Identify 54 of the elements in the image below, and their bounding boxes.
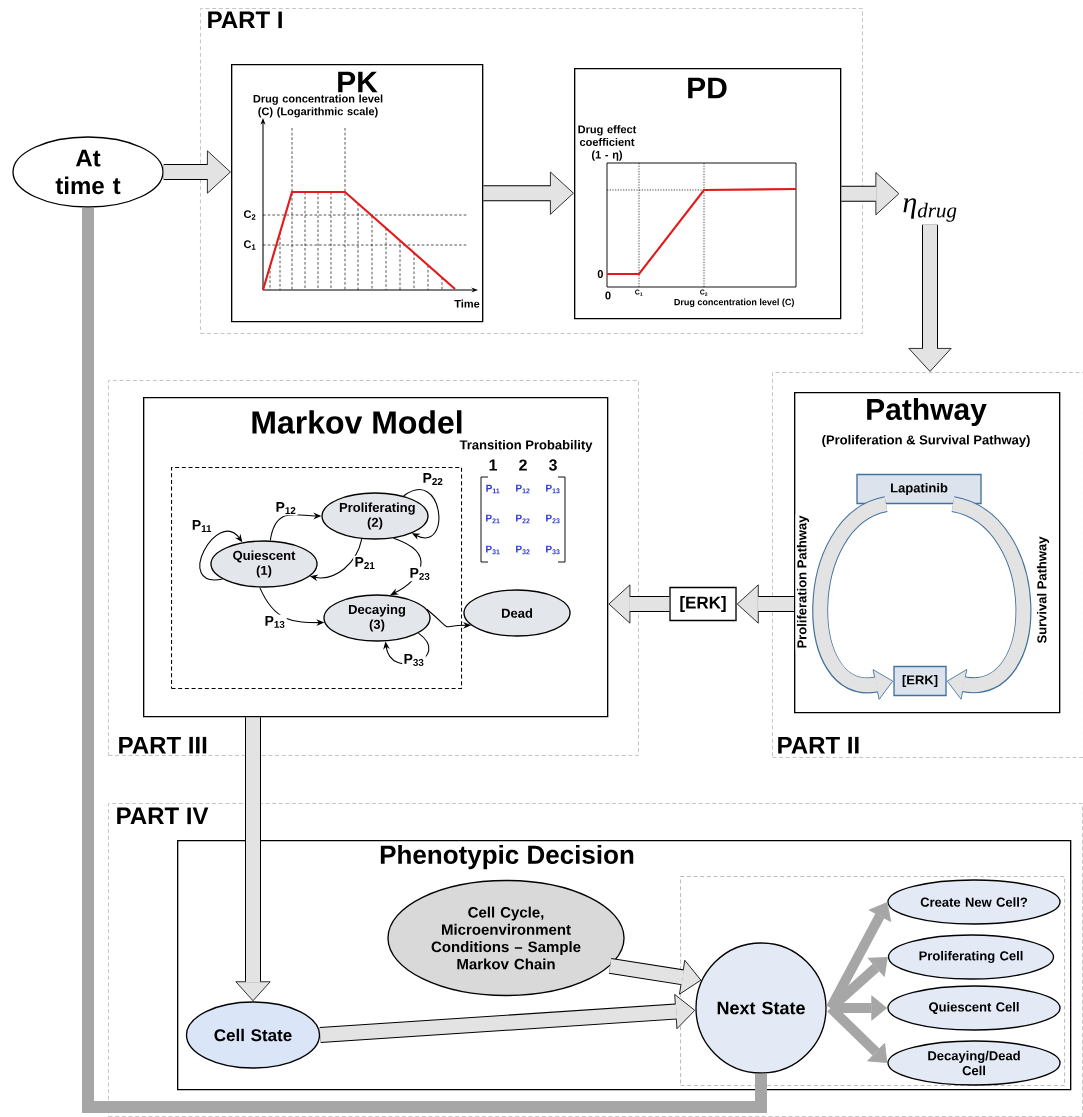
matrix-entry: P$_{31}$ <box>486 545 500 555</box>
tick-label: C$_{1}$ <box>243 240 256 250</box>
block-arrow <box>830 995 888 1021</box>
state-node: Decaying (3) <box>323 594 431 642</box>
label-box: [ERK] <box>669 586 737 622</box>
circle-node: Next State <box>695 942 827 1074</box>
axis-label: Drug concentration level (C) (Logarithmic scale) <box>253 94 383 118</box>
block-arrow <box>483 171 574 215</box>
state-node: Quiescent (1) <box>210 540 318 588</box>
label-box: [ERK] <box>893 665 947 697</box>
block-arrow <box>812 496 894 700</box>
matrix-entry: P$_{13}$ <box>546 484 560 494</box>
block-arrow <box>163 150 231 194</box>
matrix-entry: P$_{23}$ <box>546 514 560 524</box>
arrow <box>383 632 430 665</box>
tick-label: 0 <box>605 291 611 300</box>
block-arrow <box>608 584 670 624</box>
axis-label: Drug concentration level (C) <box>674 298 794 308</box>
axis-label: Time <box>454 299 480 308</box>
symbol-text: η$_{drug}$ <box>903 198 957 222</box>
block-arrow <box>841 172 900 216</box>
column-number: 3 <box>548 459 557 471</box>
matrix-entry: P$_{12}$ <box>516 484 530 494</box>
state-node: Dead <box>463 589 571 637</box>
block-arrow <box>946 496 1032 700</box>
block-arrow <box>235 717 271 1002</box>
state-node: Cell Cycle, Microenvironment Conditions – Sample Markov Chain <box>387 879 625 997</box>
block-arrow <box>736 584 794 624</box>
matrix-heading: Transition Probability <box>459 439 593 453</box>
block-arrow <box>908 224 952 372</box>
state-node: Proliferating (2) <box>321 492 429 540</box>
tick-label: C$_{2}$ <box>243 210 256 220</box>
matrix-entry: P$_{32}$ <box>516 545 530 555</box>
dashed-box <box>171 467 463 690</box>
block-arrow <box>319 994 696 1043</box>
column-number: 1 <box>489 459 497 471</box>
tick-label: 0 <box>597 270 603 278</box>
state-node: Proliferating Cell <box>887 934 1055 980</box>
column-number: 2 <box>519 459 527 471</box>
state-node: Quiescent Cell <box>887 985 1061 1031</box>
state-node: Decaying/Dead Cell <box>887 1040 1061 1086</box>
state-node: At time t <box>12 136 164 208</box>
dashed-box <box>680 876 1066 1087</box>
state-node: Create New Cell? <box>887 879 1061 925</box>
matrix-entry: P$_{22}$ <box>516 514 530 524</box>
label-box: Lapatinib <box>856 473 982 505</box>
block-arrow <box>608 958 702 995</box>
arrow <box>199 530 243 581</box>
matrix-entry: P$_{11}$ <box>486 484 500 494</box>
matrix-entry: P$_{21}$ <box>486 514 500 524</box>
state-node: Cell State <box>185 1001 321 1069</box>
arrow <box>403 489 440 540</box>
axis-label: Drug effect coefficient (1 - η) <box>578 125 637 161</box>
matrix-entry: P$_{33}$ <box>546 545 560 555</box>
